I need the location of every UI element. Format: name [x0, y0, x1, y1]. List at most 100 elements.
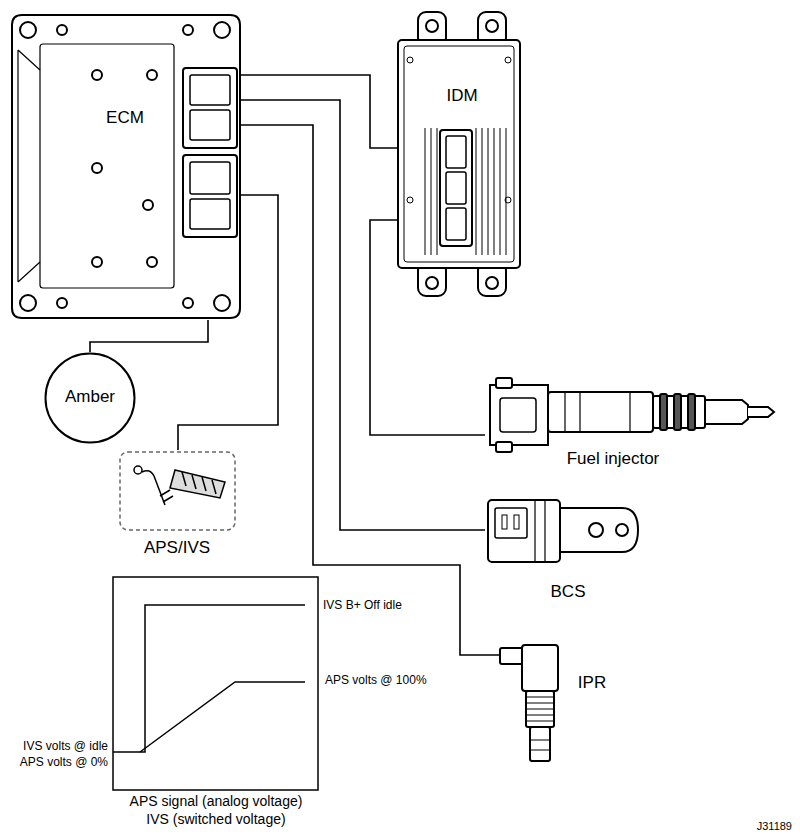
bcs-sensor-illustration [488, 500, 560, 562]
ecm-housing [40, 44, 174, 288]
fuel-injector-illustration [548, 392, 653, 432]
ecm-housing [20, 295, 36, 311]
ipr-valve-illustration [500, 648, 524, 664]
ipr-valve-illustration [526, 691, 554, 727]
idm-housing [446, 208, 466, 240]
bcs-sensor-illustration [616, 524, 628, 536]
ipr-valve-illustration [526, 697, 554, 721]
ipr-valve: IPR [500, 640, 625, 765]
graph-caption: APS signal (analog voltage) [130, 793, 303, 810]
ecm-housing [190, 199, 230, 229]
idm-housing [446, 172, 466, 204]
wire [370, 220, 485, 435]
aps-pedal-icon [134, 466, 142, 474]
ecm-housing [214, 22, 230, 38]
ecm-housing [57, 298, 67, 308]
idm-housing [486, 277, 498, 289]
ecm-housing [214, 295, 230, 311]
ecm-housing [143, 200, 153, 210]
signal-graph [113, 605, 305, 752]
fuel-injector-illustration [565, 392, 630, 432]
aps-pedal-icon [120, 452, 235, 530]
ecm-housing [183, 25, 193, 35]
idm-housing [398, 40, 520, 268]
node-label: IDM [446, 86, 477, 106]
idm-housing [407, 197, 413, 203]
ecm-housing [12, 15, 240, 318]
ecm-housing [190, 110, 230, 140]
ecm-housing [92, 163, 102, 173]
fuel-injector-illustration [748, 407, 774, 417]
figure-number: J31189 [757, 820, 792, 833]
idm-housing [398, 12, 520, 296]
aps-pedal-icon [182, 472, 216, 494]
fuel-injector-illustration [705, 400, 748, 424]
aps-ivs-sensor: APS/IVS [118, 450, 238, 562]
idm-housing [404, 46, 514, 262]
amber-lamp: Amber [44, 352, 136, 444]
bcs-sensor-illustration [488, 500, 638, 562]
wire [240, 100, 485, 530]
ipr-valve-illustration [530, 740, 550, 750]
idm-housing [446, 136, 466, 168]
aps-pedal-icon [142, 471, 165, 505]
fuel-injector-illustration [490, 385, 548, 445]
aps-pedal-icon [120, 452, 235, 530]
fuel-injector: Fuel injector [485, 340, 775, 472]
wire [178, 195, 278, 450]
ecm-housing [57, 25, 67, 35]
idm-housing [426, 277, 438, 289]
ecm-housing [12, 15, 240, 318]
node-label: APS/IVS [144, 538, 210, 558]
bcs-sensor-illustration [495, 508, 527, 538]
bcs-sensor-illustration [514, 515, 519, 529]
ecm-housing [147, 257, 157, 267]
fuel-injector-illustration [674, 394, 681, 430]
ecm-housing [20, 22, 36, 38]
signal-graph [113, 577, 318, 790]
ecm-housing [147, 70, 157, 80]
ecm-housing [183, 298, 193, 308]
ecm-housing [18, 50, 40, 282]
idm-housing [426, 20, 438, 32]
ecm-housing [92, 257, 102, 267]
node-label: Fuel injector [567, 449, 660, 469]
ipr-valve-illustration [530, 727, 550, 761]
aps-pedal-icon [170, 470, 225, 498]
bcs-sensor-illustration [589, 523, 603, 537]
graph-label: IVS volts @ idle [23, 739, 108, 753]
fuel-injector-illustration [688, 394, 695, 430]
fuel-injector-illustration [496, 442, 512, 452]
node-label: Amber [65, 387, 115, 407]
bcs-sensor: BCS [485, 490, 640, 605]
ipr-valve-illustration [500, 645, 558, 761]
signal-graph [113, 577, 318, 790]
fuel-injector-illustration [490, 378, 774, 452]
lamp-circle [46, 354, 135, 443]
signal-graph [140, 682, 305, 752]
wire [240, 75, 398, 148]
aps-pedal-icon [160, 490, 173, 502]
graph-label: APS volts @ 100% [325, 673, 427, 687]
node-label: ECM [106, 108, 144, 128]
idm-housing [505, 57, 511, 63]
fuel-injector-illustration [500, 398, 536, 432]
graph-label: IVS B+ Off idle [323, 598, 402, 612]
idm-housing [425, 128, 506, 255]
ecm-housing [183, 155, 237, 237]
node-label: IPR [578, 673, 606, 693]
ecm-housing [92, 70, 102, 80]
ecm-housing [190, 162, 230, 194]
ipr-valve-illustration [522, 645, 558, 691]
ecm-housing [190, 75, 230, 105]
idm-housing [486, 20, 498, 32]
idm-module: IDM [398, 40, 520, 268]
bcs-sensor-illustration [560, 508, 638, 552]
graph-caption: IVS (switched voltage) [146, 811, 285, 828]
ecm-housing [183, 68, 237, 148]
node-label: BCS [551, 582, 586, 602]
wire [90, 320, 208, 352]
wire [240, 125, 500, 655]
bcs-sensor-illustration [535, 500, 545, 562]
idm-housing [407, 57, 413, 63]
